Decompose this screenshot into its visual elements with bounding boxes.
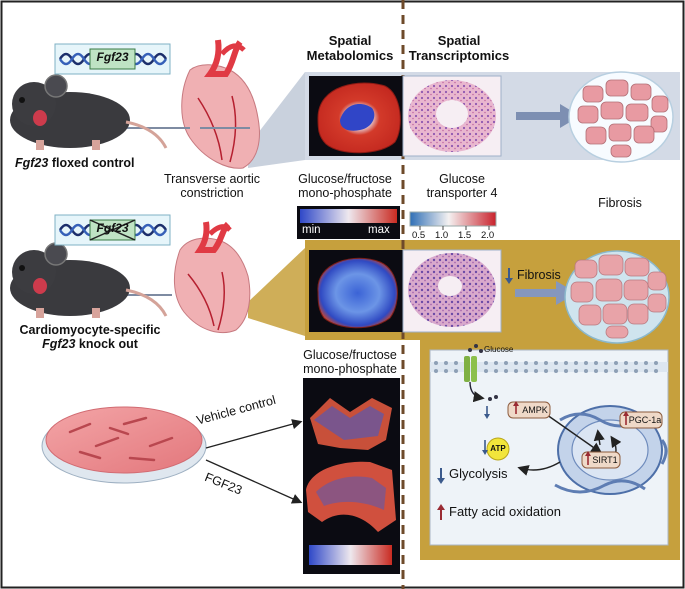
header-transcriptomics-line1: Spatial — [437, 33, 481, 48]
metabolite-top-line1: Glucose/fructose — [298, 172, 392, 186]
control-funnel — [248, 72, 305, 168]
fgf23-gene-label: Fgf23 — [96, 50, 129, 64]
transcriptomics-colorbar — [409, 211, 497, 227]
tx-tick-1: 1.0 — [435, 230, 449, 241]
heart-knockout-icon — [173, 221, 251, 334]
metabolite-label-top: Glucose/fructose mono-phosphate — [290, 172, 400, 201]
tx-tick-0: 0.5 — [412, 230, 426, 241]
fibrosis-tissue-knockout — [564, 250, 670, 344]
arrow-fgf23 — [205, 459, 303, 504]
tac-line2: constriction — [180, 186, 244, 201]
tx-tick-2: 1.5 — [458, 230, 472, 241]
control-group-label: Fgf23 floxed control — [15, 156, 134, 170]
glucose-label: Glucose — [484, 345, 514, 354]
cell-membrane — [430, 361, 668, 373]
mouse-control-icon — [10, 74, 168, 150]
colorbar-min-label: min — [302, 224, 321, 236]
fibrosis-down-arrow-icon — [505, 268, 513, 284]
atp-label: ATP — [490, 444, 506, 453]
glut4-transporter-icon — [464, 344, 498, 403]
sirt1-up-arrow-icon — [585, 451, 591, 465]
tac-label: Transverse aortic constriction — [152, 172, 272, 201]
control-gene-name: Fgf23 — [15, 156, 49, 170]
fibrosis-tissue-control — [568, 71, 674, 163]
metabolomics-colorbar — [300, 209, 397, 223]
dna-control-icon — [54, 43, 171, 75]
fatty-acid-oxidation-label: Fatty acid oxidation — [449, 504, 562, 519]
sirt1-label: SIRT1 — [592, 455, 618, 465]
fatty-acid-up-arrow-icon — [437, 504, 445, 520]
heart-control-icon — [181, 39, 260, 169]
header-transcriptomics-line2: Transcriptomics — [408, 47, 510, 63]
knockout-group-label: Cardiomyocyte-specific Fgf23 knock out — [10, 323, 170, 352]
dna-knockout-icon — [54, 214, 171, 246]
cell-colorbar — [309, 545, 392, 565]
tac-line1: Transverse aortic — [163, 172, 261, 186]
header-spatial-metabolomics: Spatial Metabolomics — [300, 33, 400, 64]
fibrosis-label: Fibrosis — [598, 196, 642, 210]
knockout-line1: Cardiomyocyte-specific — [19, 323, 161, 337]
arrow-vehicle — [205, 419, 303, 449]
fgf23-knockout-gene-label: Fgf23 — [96, 221, 129, 235]
metabolomics-knockout-heatmap — [317, 257, 398, 329]
glucose-down-arrow-icon — [484, 406, 490, 419]
pgc1a-up-arrow-icon — [623, 411, 629, 425]
pgc1a-label: PGC-1a — [628, 415, 662, 425]
knockout-line2-rest: knock out — [75, 337, 138, 352]
cell-heatmap-fgf23 — [306, 461, 396, 532]
sirt1-badge — [581, 451, 621, 469]
petri-dish-icon — [41, 406, 207, 484]
glucose-transporter-label: Glucose transporter 4 — [408, 172, 516, 201]
transporter-line1: Glucose — [439, 172, 485, 186]
knockout-gene-name: Fgf23 — [42, 337, 76, 352]
mouse-knockout-icon — [10, 242, 168, 318]
colorbar-max-label: max — [368, 224, 390, 236]
tx-tick-3: 2.0 — [481, 230, 495, 241]
header-metabolomics-line2: Metabolomics — [306, 47, 394, 63]
transcriptomics-colorbar-ticks — [419, 226, 490, 230]
pgc1a-badge — [619, 411, 663, 429]
control-group-rest: floxed control — [48, 156, 135, 170]
atp-down-arrow-icon — [482, 440, 488, 455]
knockout-funnel — [248, 248, 305, 336]
metabolite-label-cells: Glucose/fructose mono-phosphate — [285, 348, 415, 377]
atp-circle — [486, 437, 510, 461]
transporter-line2: transporter 4 — [426, 186, 498, 201]
glycolysis-label: Glycolysis — [449, 466, 508, 481]
header-metabolomics-line1: Spatial — [328, 33, 372, 48]
arrow-to-fibrosis-control — [516, 104, 580, 128]
metabolite-cells-line1: Glucose/fructose — [303, 348, 397, 362]
ampk-label: AMPK — [522, 405, 548, 415]
ampk-up-arrow-icon — [513, 401, 519, 414]
metabolite-cells-line2: mono-phosphate — [303, 362, 397, 377]
header-spatial-transcriptomics: Spatial Transcriptomics — [404, 33, 514, 64]
reduced-fibrosis-label: Fibrosis — [517, 268, 561, 282]
arrow-to-fibrosis-knockout — [515, 281, 577, 305]
metabolite-top-line2: mono-phosphate — [298, 186, 392, 201]
glycolysis-down-arrow-icon — [437, 468, 445, 484]
